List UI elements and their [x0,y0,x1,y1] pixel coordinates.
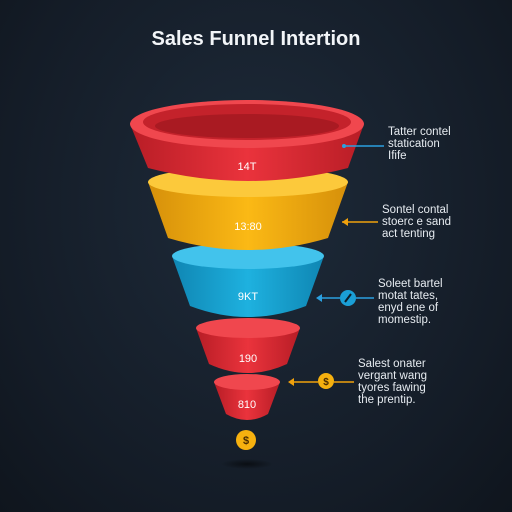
connector-2 [342,218,378,226]
connector-4: $ [288,373,354,389]
svg-text:$: $ [323,377,329,388]
connector-1 [342,144,384,148]
funnel-stage-4: 190 [196,318,300,373]
funnel-stage-4-label: 190 [239,353,257,365]
dollar-icon [318,373,334,389]
diagram-title: Sales Funnel Intertion [151,28,361,50]
funnel-stage-2-label: 13:80 [234,221,262,233]
annotation-4: Salest onater vergant wang tyores fawing… [358,358,428,406]
funnel-shadow [221,459,273,469]
dollar-coin-icon: $ [236,430,256,450]
funnel-stage-5: 810 [214,374,280,420]
svg-text:$: $ [243,435,249,447]
funnel-stage-5-label: 810 [238,399,256,411]
annotation-1: Tatter contel statication Ifife [388,126,451,162]
funnel-stage-3: 9KT [172,243,324,317]
funnel-stage-1-label: 14T [238,161,257,173]
annotation-3: Soleet bartel motat tates, enyd ene of m… [378,278,443,326]
funnel-stage-1: 14T [130,100,364,181]
funnel-stage-3-label: 9KT [238,291,258,303]
annotation-2: Sontel contal stoerc e sand act tenting [382,204,452,240]
connector-3 [316,290,374,306]
